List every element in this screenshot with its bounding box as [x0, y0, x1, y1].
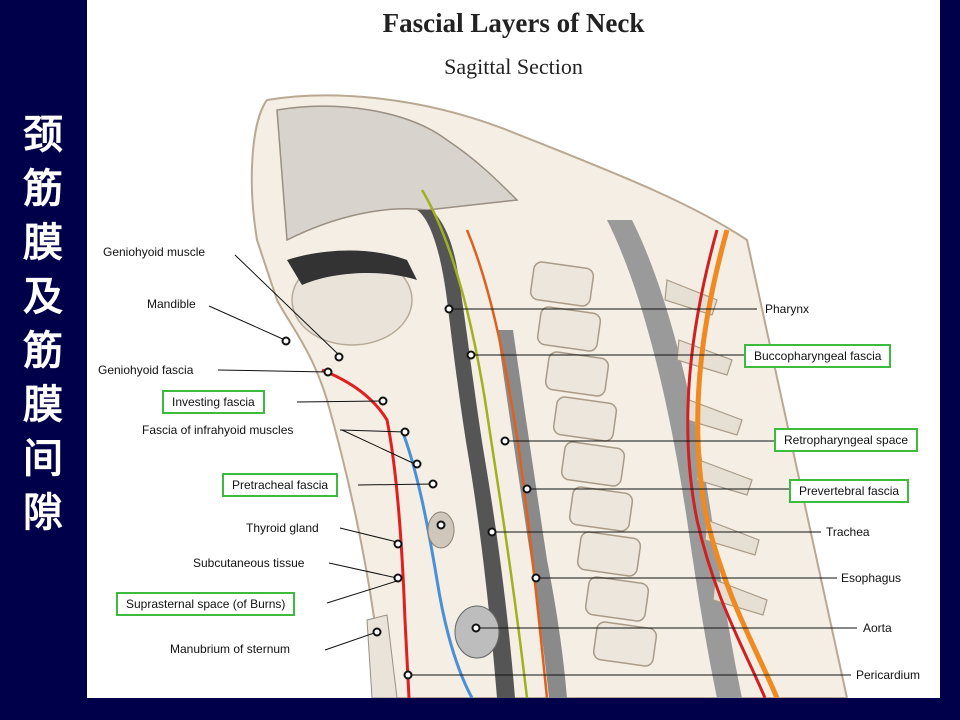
slide-title-char: 膜	[23, 220, 63, 266]
slide-title-char: 隙	[23, 490, 63, 536]
label-subcutaneous-tissue: Subcutaneous tissue	[193, 556, 305, 570]
pharynx-airway	[417, 210, 515, 698]
manubrium-shape	[366, 614, 398, 698]
investing-fascia-line	[321, 368, 411, 698]
figure-subtitle: Sagittal Section	[444, 54, 583, 79]
label-pharynx: Pharynx	[765, 302, 810, 316]
slide-title: 颈 筋 膜 及 筋 膜 间 隙	[0, 108, 86, 540]
slide-title-char: 间	[23, 436, 63, 482]
posterior-orange-line	[695, 229, 780, 698]
label-manubrium: Manubrium of sternum	[170, 642, 291, 656]
label-pretracheal-fascia: Pretracheal fascia	[222, 473, 339, 497]
label-buccopharyngeal-fascia: Buccopharyngeal fascia	[744, 344, 892, 368]
leader-lines	[208, 254, 857, 676]
slide-title-char: 筋	[23, 166, 63, 212]
skull-base	[276, 105, 519, 242]
label-fascia-infrahyoid: Fascia of infrahyoid muscles	[142, 423, 294, 437]
slide-title-char: 及	[23, 274, 63, 320]
label-investing-fascia: Investing fascia	[162, 390, 265, 414]
label-trachea: Trachea	[826, 525, 870, 539]
spinous-processes	[664, 279, 768, 616]
pretracheal-fascia-line	[400, 429, 474, 698]
label-prevertebral-fascia: Prevertebral fascia	[789, 479, 910, 503]
figure-panel: Fascial Layers of Neck Sagittal Section …	[87, 0, 940, 698]
label-aorta: Aorta	[863, 621, 892, 635]
buccopharyngeal-fascia-line	[420, 189, 529, 698]
label-mandible: Mandible	[147, 297, 196, 311]
label-suprasternal-space: Suprasternal space (of Burns)	[116, 592, 296, 616]
label-geniohyoid-muscle: Geniohyoid muscle	[103, 245, 206, 259]
slide-title-char: 膜	[23, 382, 63, 428]
vertebral-column	[529, 261, 658, 667]
figure-title: Fascial Layers of Neck	[382, 8, 645, 38]
label-thyroid-gland: Thyroid gland	[246, 521, 319, 535]
label-pericardium: Pericardium	[856, 668, 921, 682]
posterior-red-line	[686, 229, 767, 698]
prevertebral-fascia-line	[465, 229, 549, 698]
slide-title-char: 颈	[23, 112, 63, 158]
marker-dots	[281, 304, 541, 680]
label-retropharyngeal-space: Retropharyngeal space	[774, 428, 919, 452]
label-esophagus: Esophagus	[841, 571, 902, 585]
slide-title-char: 筋	[23, 328, 63, 374]
label-geniohyoid-fascia: Geniohyoid fascia	[98, 363, 194, 377]
neck-sagittal-illustration	[208, 94, 857, 698]
oral-cavity	[287, 250, 417, 285]
thyroid-gland-shape	[427, 511, 455, 549]
